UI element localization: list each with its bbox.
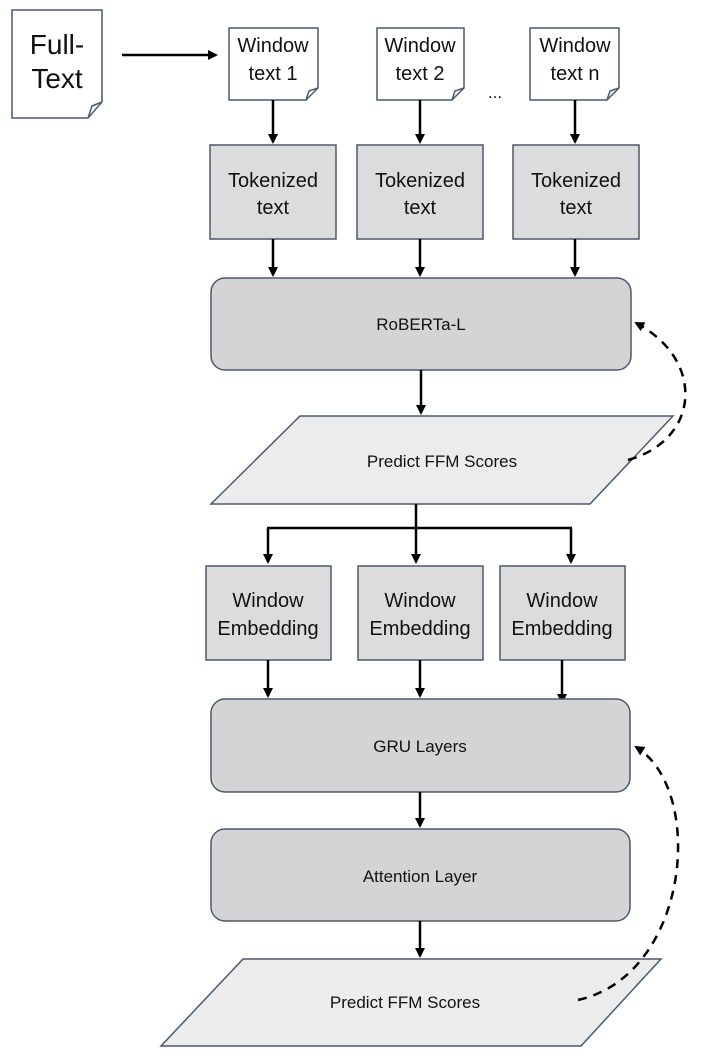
tokenized-1-line2: text bbox=[257, 197, 290, 219]
window-embedding-box-2: Window Embedding bbox=[357, 565, 484, 661]
tokenized-2-line1: Tokenized bbox=[375, 170, 465, 192]
feedback-arrow-bottom bbox=[577, 745, 680, 1002]
roberta-box: RoBERTa-L bbox=[210, 277, 632, 371]
gru-label: GRU Layers bbox=[373, 737, 467, 756]
attention-layer-box: Attention Layer bbox=[210, 828, 631, 922]
gru-layers-box: GRU Layers bbox=[210, 698, 631, 793]
window-text-1-line2: text 1 bbox=[249, 63, 298, 85]
window-text-1-line1: Window bbox=[237, 35, 309, 57]
window-text-2-line1: Window bbox=[384, 35, 456, 57]
full-text-document: Full- Text bbox=[11, 9, 103, 119]
window-embedding-box-3: Window Embedding bbox=[499, 565, 626, 661]
tokenized-1-line1: Tokenized bbox=[228, 170, 318, 192]
predict-bottom-label: Predict FFM Scores bbox=[330, 993, 480, 1012]
full-text-label-line1: Full- bbox=[30, 29, 84, 60]
attention-label: Attention Layer bbox=[363, 867, 478, 886]
embedding-3-line1: Window bbox=[526, 590, 598, 612]
embedding-1-line2: Embedding bbox=[217, 618, 318, 640]
roberta-label: RoBERTa-L bbox=[376, 315, 465, 334]
embedding-1-line1: Window bbox=[232, 590, 304, 612]
window-text-n-document: Window text n bbox=[529, 27, 620, 101]
window-text-n-line1: Window bbox=[539, 35, 611, 57]
predict-ffm-scores-top: Predict FFM Scores bbox=[209, 415, 675, 505]
tokenized-n-line2: text bbox=[560, 197, 593, 219]
embedding-2-line2: Embedding bbox=[369, 618, 470, 640]
tokenized-n-line1: Tokenized bbox=[531, 170, 621, 192]
tokenized-text-box-2: Tokenized text bbox=[356, 144, 484, 240]
tokenized-2-line2: text bbox=[404, 197, 437, 219]
branch-connector bbox=[263, 504, 576, 564]
window-embedding-box-1: Window Embedding bbox=[205, 565, 332, 661]
tokenized-text-box-n: Tokenized text bbox=[512, 144, 640, 240]
predict-ffm-scores-bottom: Predict FFM Scores bbox=[159, 958, 663, 1047]
window-text-1-document: Window text 1 bbox=[228, 27, 319, 101]
window-text-n-line2: text n bbox=[551, 63, 600, 85]
embedding-3-line2: Embedding bbox=[511, 618, 612, 640]
predict-top-label: Predict FFM Scores bbox=[367, 452, 517, 471]
full-text-label-line2: Text bbox=[31, 63, 83, 94]
ellipsis: ... bbox=[488, 83, 502, 102]
embedding-2-line1: Window bbox=[384, 590, 456, 612]
tokenized-text-box-1: Tokenized text bbox=[209, 144, 337, 240]
window-text-2-line2: text 2 bbox=[396, 63, 445, 85]
window-text-2-document: Window text 2 bbox=[376, 27, 465, 101]
